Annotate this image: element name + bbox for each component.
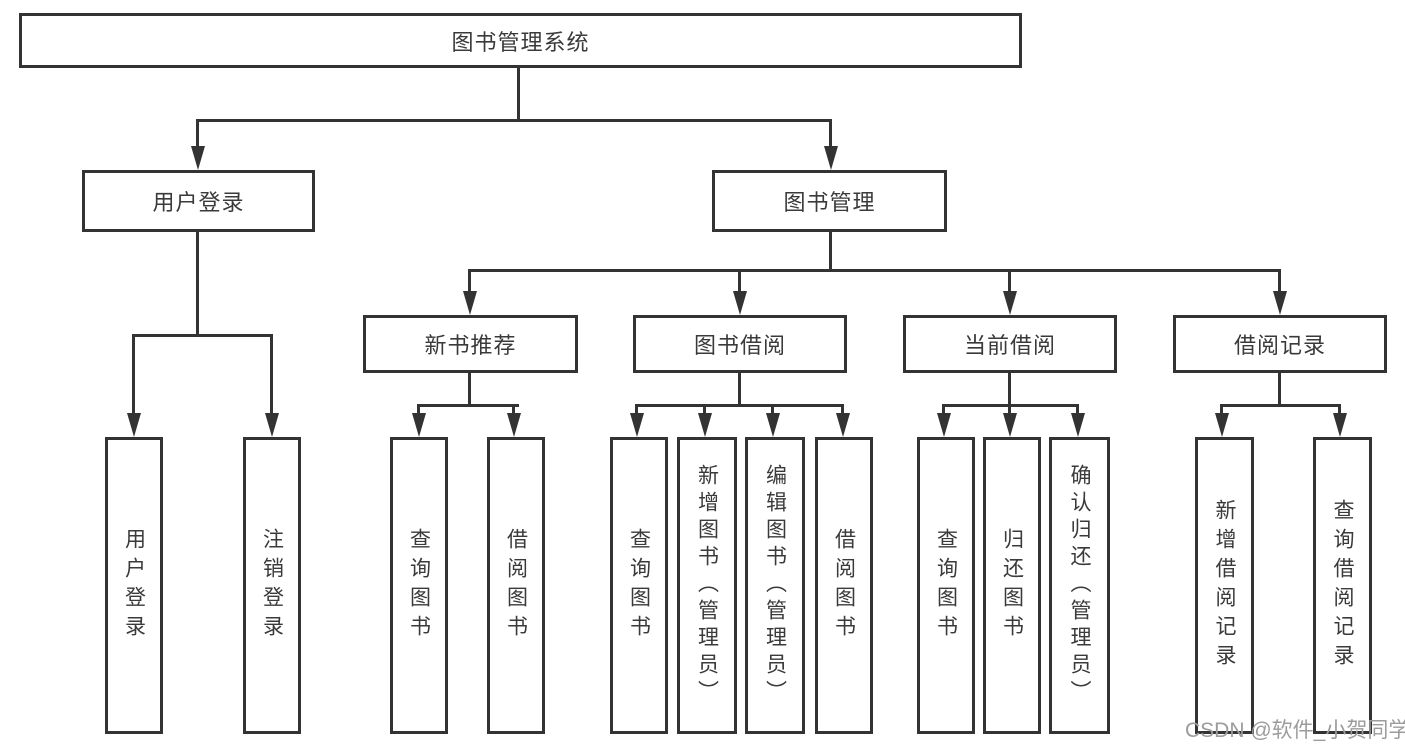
node-book-management-label: 图书管理 — [783, 190, 876, 215]
connector-line — [196, 119, 832, 122]
connector-line — [468, 269, 1281, 272]
connector-line — [417, 404, 519, 407]
arrowhead-icon — [824, 146, 838, 170]
arrowhead-icon — [463, 291, 477, 315]
arrowhead-icon — [265, 413, 279, 437]
node-new-book-recommend-label: 新书推荐 — [424, 333, 517, 358]
connector-line — [1220, 404, 1341, 407]
connector-line — [1220, 404, 1223, 417]
arrowhead-icon — [1215, 413, 1229, 437]
arrowhead-icon — [937, 413, 951, 437]
connector-line — [517, 65, 520, 122]
leaf-user-login: 用户登录 — [105, 437, 163, 734]
node-current-borrow: 当前借阅 — [903, 315, 1117, 373]
node-borrow-records: 借阅记录 — [1173, 315, 1387, 373]
connector-line — [270, 334, 273, 417]
connector-line — [196, 229, 199, 337]
connector-line — [738, 370, 741, 407]
leaf-borrow-book-label: 借阅图书 — [832, 527, 856, 644]
arrowhead-icon — [1273, 291, 1287, 315]
leaf-borrow-book: 借阅图书 — [815, 437, 873, 734]
connector-line — [512, 404, 515, 417]
leaf-logout-label: 注销登录 — [260, 527, 284, 644]
leaf-return-book-label: 归还图书 — [1000, 527, 1024, 644]
node-root-label: 图书管理系统 — [451, 29, 590, 55]
leaf-add-book-admin: 新增图书（管理员） — [677, 437, 737, 734]
leaf-add-borrow-record-label: 新增借阅记录 — [1213, 498, 1236, 673]
arrowhead-icon — [127, 413, 141, 437]
arrowhead-icon — [630, 413, 644, 437]
arrowhead-icon — [698, 413, 712, 437]
leaf-newbook-query-label: 查询图书 — [407, 527, 431, 644]
arrowhead-icon — [1333, 413, 1347, 437]
connector-line — [417, 404, 420, 417]
leaf-query-borrow-record: 查询借阅记录 — [1313, 437, 1372, 734]
arrowhead-icon — [191, 146, 205, 170]
arrowhead-icon — [507, 413, 521, 437]
node-root: 图书管理系统 — [19, 13, 1022, 68]
connector-line — [196, 119, 199, 151]
csdn-watermark: CSDN @软件_小贺同学 — [1185, 719, 1405, 742]
connector-line — [1278, 269, 1281, 295]
leaf-newbook-borrow-label: 借阅图书 — [504, 527, 528, 644]
leaf-current-query: 查询图书 — [917, 437, 975, 734]
node-book-management: 图书管理 — [712, 170, 947, 232]
arrowhead-icon — [412, 413, 426, 437]
node-book-borrow-label: 图书借阅 — [693, 333, 786, 358]
node-borrow-records-label: 借阅记录 — [1233, 333, 1326, 358]
connector-line — [771, 404, 774, 417]
leaf-borrow-query: 查询图书 — [610, 437, 668, 734]
node-user-login-label: 用户登录 — [152, 190, 245, 215]
arrowhead-icon — [1071, 413, 1085, 437]
connector-line — [829, 119, 832, 151]
connector-line — [703, 404, 706, 417]
arrowhead-icon — [1003, 413, 1017, 437]
connector-line — [829, 229, 832, 272]
leaf-add-book-admin-label: 新增图书（管理员） — [695, 464, 719, 707]
connector-line — [132, 334, 273, 337]
node-book-borrow: 图书借阅 — [633, 315, 847, 373]
node-new-book-recommend: 新书推荐 — [363, 315, 578, 373]
arrowhead-icon — [766, 413, 780, 437]
connector-line — [738, 269, 741, 295]
arrowhead-icon — [1003, 291, 1017, 315]
connector-line — [1008, 404, 1011, 417]
connector-line — [635, 404, 844, 407]
connector-line — [132, 334, 135, 417]
leaf-add-borrow-record: 新增借阅记录 — [1195, 437, 1254, 734]
leaf-user-login-label: 用户登录 — [122, 527, 146, 644]
leaf-confirm-return-admin: 确认归还（管理员） — [1049, 437, 1110, 734]
connector-line — [1008, 269, 1011, 295]
connector-line — [468, 370, 471, 407]
connector-line — [1338, 404, 1341, 417]
leaf-current-query-label: 查询图书 — [934, 527, 958, 644]
leaf-newbook-query: 查询图书 — [390, 437, 448, 734]
arrowhead-icon — [836, 413, 850, 437]
leaf-logout: 注销登录 — [243, 437, 301, 734]
node-user-login: 用户登录 — [82, 170, 315, 232]
connector-line — [1076, 404, 1079, 417]
connector-line — [841, 404, 844, 417]
leaf-confirm-return-admin-label: 确认归还（管理员） — [1068, 464, 1091, 707]
connector-line — [1008, 370, 1011, 407]
node-current-borrow-label: 当前借阅 — [963, 333, 1056, 358]
leaf-borrow-query-label: 查询图书 — [627, 527, 651, 644]
connector-line — [1278, 370, 1281, 407]
arrowhead-icon — [733, 291, 747, 315]
leaf-edit-book-admin: 编辑图书（管理员） — [745, 437, 805, 734]
connector-line — [942, 404, 945, 417]
leaf-newbook-borrow: 借阅图书 — [487, 437, 545, 734]
leaf-edit-book-admin-label: 编辑图书（管理员） — [763, 464, 787, 707]
connector-line — [468, 269, 471, 295]
leaf-query-borrow-record-label: 查询借阅记录 — [1331, 498, 1354, 673]
connector-line — [635, 404, 638, 417]
leaf-return-book: 归还图书 — [983, 437, 1041, 734]
